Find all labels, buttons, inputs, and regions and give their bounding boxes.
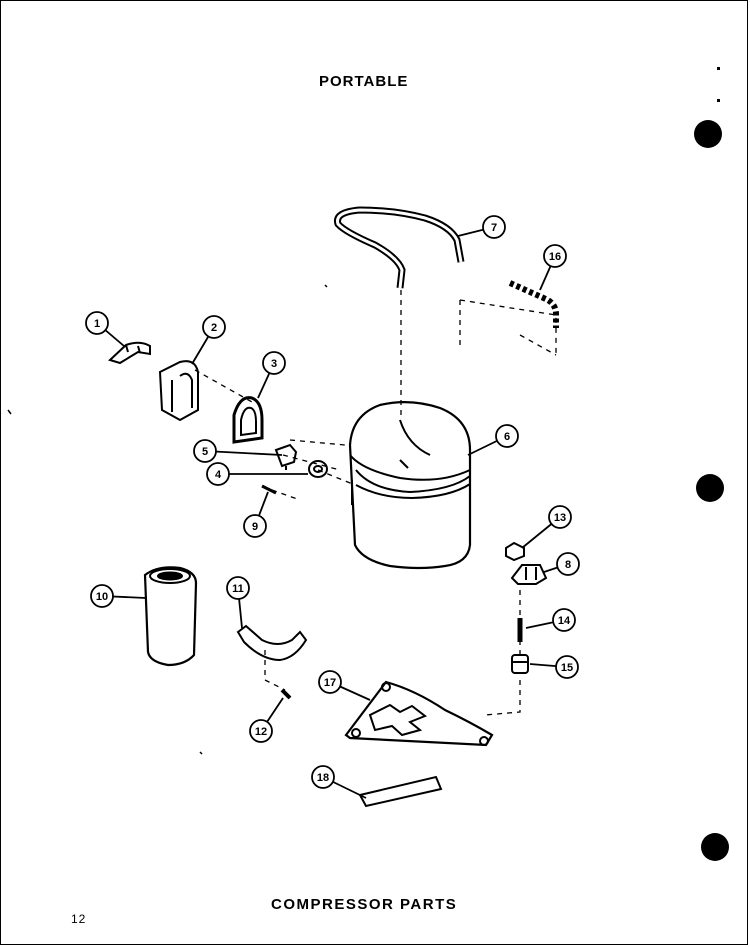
part-bracket xyxy=(510,564,548,585)
callout-number: 10 xyxy=(96,591,108,603)
assembly-lines xyxy=(194,290,557,716)
callout-bubble xyxy=(556,552,580,576)
part-base-plate xyxy=(344,680,494,747)
part-tube-loop xyxy=(334,206,465,289)
callout-bubble xyxy=(555,655,579,679)
diagram-caption: COMPRESSOR PARTS xyxy=(271,896,458,913)
page-title: PORTABLE xyxy=(319,73,409,90)
part-compressor xyxy=(348,401,472,570)
callout-bubble xyxy=(193,439,217,463)
callout-bubble xyxy=(318,670,342,694)
callout-bubble xyxy=(249,719,273,743)
callout-number: 18 xyxy=(317,772,329,784)
callout-bubble xyxy=(482,215,506,239)
callout-number: 4 xyxy=(215,469,222,481)
callout-bubble xyxy=(226,576,250,600)
part-grommet xyxy=(308,460,328,478)
callout-number: 2 xyxy=(211,322,217,334)
part-screw xyxy=(261,484,277,495)
callout-bubble xyxy=(552,608,576,632)
callout-bubble xyxy=(495,424,519,448)
callout-number: 15 xyxy=(561,662,573,674)
part-strap xyxy=(236,624,308,662)
part-clip xyxy=(108,341,151,365)
callout-number: 16 xyxy=(549,251,561,263)
callout-bubble xyxy=(206,462,230,486)
part-tape-strip xyxy=(358,775,443,808)
callout-bubble xyxy=(85,311,109,335)
speck xyxy=(717,67,720,70)
callout-number: 13 xyxy=(554,512,566,524)
callout-number: 17 xyxy=(324,677,336,689)
callout-bubble xyxy=(243,514,267,538)
callout-bubble xyxy=(311,765,335,789)
callout-number: 11 xyxy=(232,583,244,595)
callout-leader xyxy=(204,450,283,456)
callout-number: 6 xyxy=(504,431,510,443)
part-spacer xyxy=(511,654,529,674)
part-cover xyxy=(158,360,199,422)
callout-bubble xyxy=(202,315,226,339)
callout-number: 9 xyxy=(252,521,258,533)
callout-bubble xyxy=(543,244,567,268)
part-capacitor xyxy=(143,566,198,667)
callout-number: 1 xyxy=(94,318,100,330)
part-terminal-plug xyxy=(274,443,298,470)
callout-number: 5 xyxy=(202,446,208,458)
binder-hole-bottom xyxy=(701,833,729,861)
part-bent-tube xyxy=(508,280,559,328)
speck xyxy=(717,99,720,102)
callout-number: 8 xyxy=(565,559,571,571)
callout-bubble xyxy=(262,351,286,375)
binder-hole-middle xyxy=(696,474,724,502)
part-nut xyxy=(505,541,525,562)
binder-hole-top xyxy=(694,120,722,148)
callout-number: 14 xyxy=(558,615,571,627)
callout-number: 3 xyxy=(271,358,277,370)
page-number: 12 xyxy=(71,912,87,926)
part-screw-long xyxy=(280,688,292,700)
callout-bubble xyxy=(90,584,114,608)
callout-number: 7 xyxy=(491,222,497,234)
part-gasket xyxy=(232,396,264,444)
callout-bubble xyxy=(548,505,572,529)
callout-number: 12 xyxy=(255,726,267,738)
